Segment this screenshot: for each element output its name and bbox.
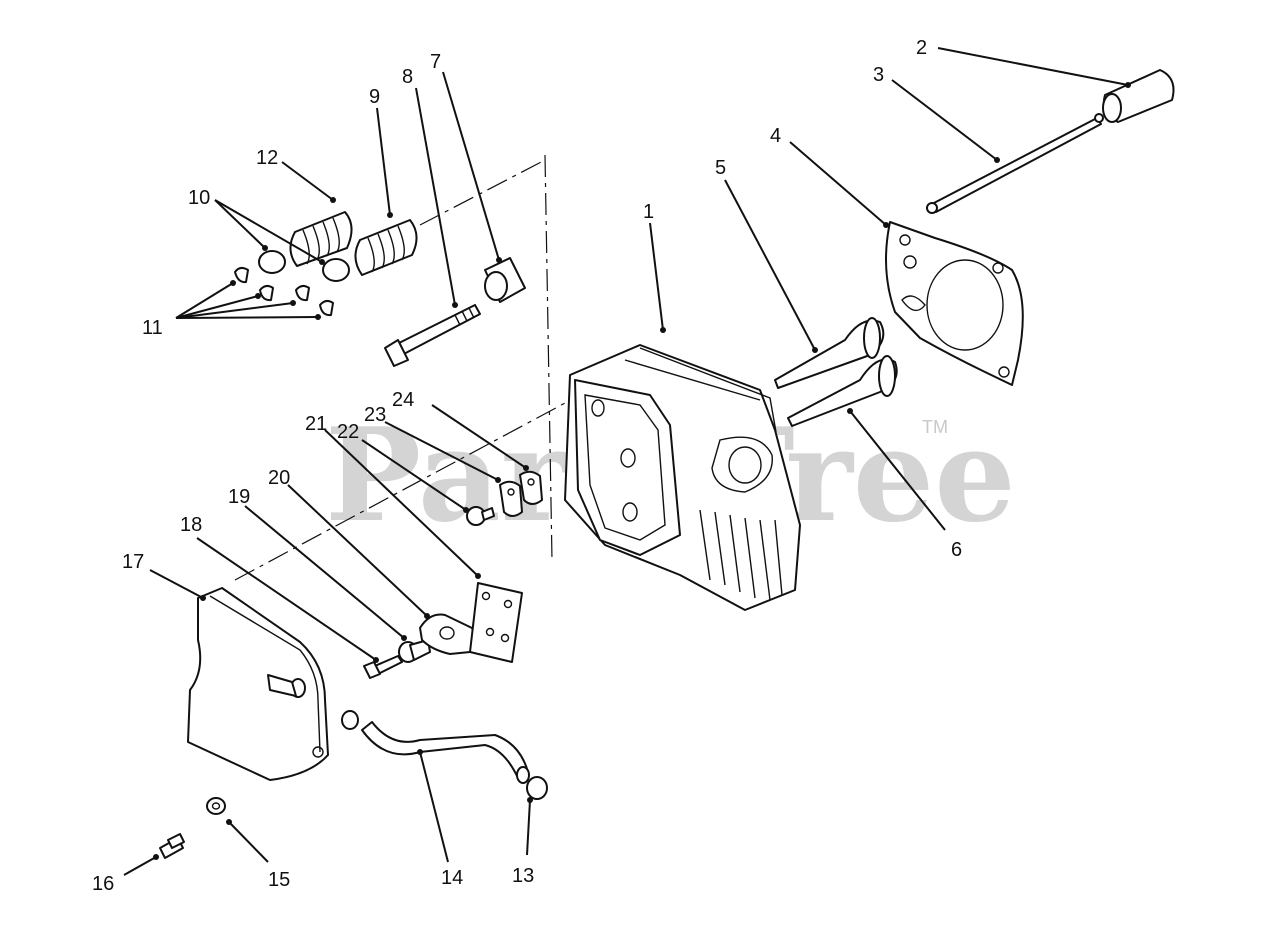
callout-label-3: 3 bbox=[873, 64, 884, 86]
callout-2: 2 bbox=[916, 37, 1131, 88]
callout-21: 21 bbox=[305, 413, 481, 579]
callout-label-9: 9 bbox=[369, 86, 380, 108]
callout-label-5: 5 bbox=[715, 157, 726, 179]
callout-label-24: 24 bbox=[392, 389, 414, 411]
part-10-retainers bbox=[258, 250, 350, 282]
callout-label-6: 6 bbox=[951, 539, 962, 561]
part-21-plate bbox=[469, 582, 523, 663]
watermark-tm: TM bbox=[922, 417, 948, 437]
callout-9: 9 bbox=[369, 86, 393, 218]
part-14-breather-hose bbox=[361, 721, 530, 784]
part-8-stud bbox=[384, 304, 481, 367]
callout-label-1: 1 bbox=[643, 201, 654, 223]
assembly-lines bbox=[234, 154, 581, 581]
callout-8: 8 bbox=[402, 66, 458, 308]
callout-17: 17 bbox=[122, 551, 206, 601]
callout-1: 1 bbox=[643, 201, 666, 333]
callout-14: 14 bbox=[417, 749, 463, 889]
part-24-bracket bbox=[519, 470, 543, 505]
part-13-clamp bbox=[341, 710, 548, 800]
part-23-bracket bbox=[499, 480, 523, 517]
part-17-rocker-cover bbox=[187, 587, 329, 781]
callout-15: 15 bbox=[226, 819, 290, 891]
callout-label-19: 19 bbox=[228, 486, 250, 508]
callout-label-21: 21 bbox=[305, 413, 327, 435]
callout-20: 20 bbox=[268, 467, 430, 619]
callout-label-22: 22 bbox=[337, 421, 359, 443]
callout-23: 23 bbox=[364, 404, 501, 483]
part-19-pivot bbox=[398, 639, 431, 663]
callout-label-8: 8 bbox=[402, 66, 413, 88]
part-7-bushing bbox=[484, 257, 526, 303]
part-12-valve-spring bbox=[289, 211, 353, 267]
part-15-washer bbox=[206, 797, 226, 815]
part-9-valve-spring bbox=[354, 219, 418, 276]
part-22-screw bbox=[466, 506, 495, 526]
callouts: 1 2 3 4 5 6 7 bbox=[92, 37, 1131, 895]
callout-18: 18 bbox=[180, 514, 379, 663]
callout-12: 12 bbox=[256, 147, 336, 203]
callout-7: 7 bbox=[430, 51, 502, 263]
callout-label-12: 12 bbox=[256, 147, 278, 169]
callout-label-4: 4 bbox=[770, 125, 781, 147]
callout-19: 19 bbox=[228, 486, 407, 641]
callout-13: 13 bbox=[512, 797, 534, 887]
callout-6: 6 bbox=[847, 408, 962, 561]
callout-label-15: 15 bbox=[268, 869, 290, 891]
part-16-bolt bbox=[159, 833, 185, 859]
part-11-keepers bbox=[234, 266, 334, 317]
part-5-valve bbox=[774, 317, 885, 389]
part-1-cylinder-head bbox=[564, 344, 801, 611]
part-4-head-gasket bbox=[885, 221, 1024, 386]
callout-label-2: 2 bbox=[916, 37, 927, 59]
callout-22: 22 bbox=[337, 421, 469, 513]
callout-label-20: 20 bbox=[268, 467, 290, 489]
callout-label-16: 16 bbox=[92, 873, 114, 895]
callout-3: 3 bbox=[873, 64, 1000, 163]
callout-11: 11 bbox=[142, 280, 321, 339]
callout-5: 5 bbox=[715, 157, 818, 353]
callout-label-17: 17 bbox=[122, 551, 144, 573]
callout-10: 10 bbox=[188, 187, 325, 265]
callout-label-11: 11 bbox=[142, 317, 163, 339]
callout-24: 24 bbox=[392, 389, 529, 471]
callout-label-14: 14 bbox=[441, 867, 463, 889]
callout-4: 4 bbox=[770, 125, 889, 228]
part-18-bolt bbox=[363, 655, 403, 679]
callout-label-18: 18 bbox=[180, 514, 202, 536]
callout-label-7: 7 bbox=[430, 51, 441, 73]
callout-16: 16 bbox=[92, 854, 159, 895]
part-3-push-rod bbox=[926, 113, 1104, 214]
part-6-valve bbox=[787, 355, 898, 427]
callout-label-13: 13 bbox=[512, 865, 534, 887]
part-2-tappet bbox=[1102, 69, 1175, 123]
callout-label-23: 23 bbox=[364, 404, 386, 426]
callout-label-10: 10 bbox=[188, 187, 210, 209]
